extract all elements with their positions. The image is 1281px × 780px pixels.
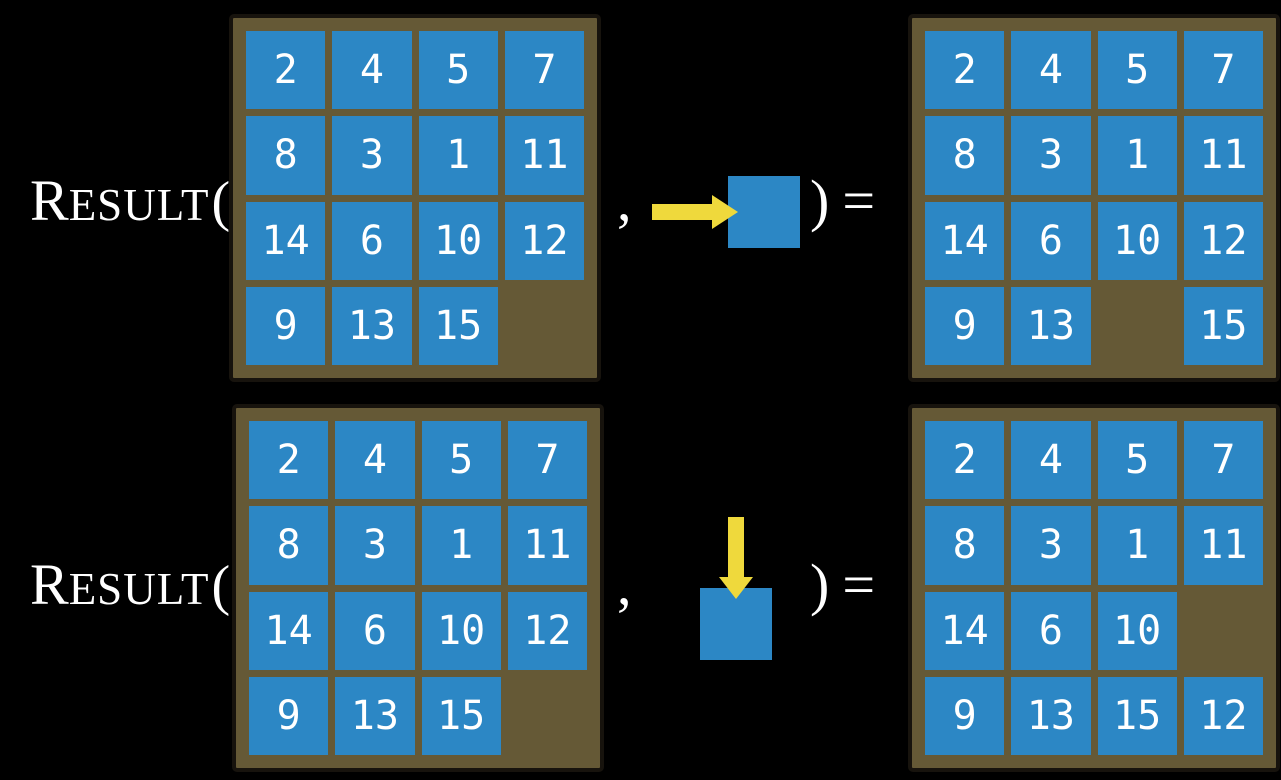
- tile-7: 7: [507, 421, 587, 500]
- tile-7: 7: [1183, 421, 1263, 500]
- tile-6: 6: [1011, 201, 1091, 280]
- tile-4: 4: [332, 31, 412, 110]
- tile-6: 6: [1011, 591, 1091, 670]
- blank-cell: [1098, 287, 1177, 365]
- tile-3: 3: [335, 506, 415, 585]
- tile-8: 8: [925, 506, 1005, 585]
- tile-14: 14: [925, 201, 1005, 280]
- tile-9: 9: [925, 286, 1005, 365]
- tile-3: 3: [1011, 116, 1091, 195]
- tile-10: 10: [1097, 201, 1177, 280]
- tile-15: 15: [421, 676, 501, 755]
- tile-7: 7: [1183, 31, 1263, 110]
- tile-1: 1: [1097, 506, 1177, 585]
- equals-sign: =: [842, 168, 876, 233]
- tile-15: 15: [418, 286, 498, 365]
- action-tile-square: [728, 176, 800, 248]
- comma-separator: ,: [617, 168, 632, 233]
- open-paren: (: [211, 171, 231, 233]
- tile-12: 12: [504, 201, 584, 280]
- result-label-capital: R: [30, 552, 69, 617]
- tile-8: 8: [249, 506, 329, 585]
- tile-3: 3: [332, 116, 412, 195]
- tile-2: 2: [246, 31, 326, 110]
- arrow-down-shaft: [728, 517, 744, 577]
- tile-15: 15: [1097, 676, 1177, 755]
- tile-11: 11: [507, 506, 587, 585]
- tile-5: 5: [418, 31, 498, 110]
- result-label-smallcaps: ESULT: [68, 180, 210, 230]
- close-paren-equals: )=: [810, 172, 875, 230]
- tile-13: 13: [1011, 676, 1091, 755]
- tile-4: 4: [335, 421, 415, 500]
- tile-3: 3: [1011, 506, 1091, 585]
- tile-10: 10: [421, 591, 501, 670]
- tile-5: 5: [421, 421, 501, 500]
- tile-2: 2: [925, 421, 1005, 500]
- comma-separator: ,: [617, 552, 632, 617]
- tile-15: 15: [1183, 286, 1263, 365]
- tile-5: 5: [1097, 421, 1177, 500]
- tile-14: 14: [249, 591, 329, 670]
- tile-7: 7: [504, 31, 584, 110]
- tile-9: 9: [246, 286, 326, 365]
- tile-4: 4: [1011, 421, 1091, 500]
- tile-1: 1: [1097, 116, 1177, 195]
- tile-9: 9: [249, 676, 329, 755]
- result-label-capital: R: [30, 168, 69, 233]
- tile-11: 11: [1183, 506, 1263, 585]
- blank-cell: [508, 677, 587, 755]
- tile-14: 14: [925, 591, 1005, 670]
- tile-8: 8: [925, 116, 1005, 195]
- tile-8: 8: [246, 116, 326, 195]
- close-paren: ): [810, 168, 830, 233]
- tile-1: 1: [418, 116, 498, 195]
- arrow-right-icon: [652, 195, 738, 229]
- tile-9: 9: [925, 676, 1005, 755]
- tile-2: 2: [249, 421, 329, 500]
- arrow-right-shaft: [652, 204, 712, 220]
- tile-10: 10: [1097, 591, 1177, 670]
- tile-12: 12: [1183, 676, 1263, 755]
- tile-12: 12: [507, 591, 587, 670]
- tile-13: 13: [1011, 286, 1091, 365]
- tile-11: 11: [504, 116, 584, 195]
- open-paren: (: [211, 555, 231, 617]
- tile-6: 6: [332, 201, 412, 280]
- action-tile-square: [700, 588, 772, 660]
- equals-sign: =: [842, 552, 876, 617]
- result-label-smallcaps: ESULT: [68, 564, 210, 614]
- tile-10: 10: [418, 201, 498, 280]
- arrow-down-head: [719, 577, 753, 599]
- arrow-right-head: [712, 195, 738, 229]
- tile-4: 4: [1011, 31, 1091, 110]
- tile-5: 5: [1097, 31, 1177, 110]
- arrow-down-icon: [719, 517, 753, 599]
- blank-cell: [1184, 592, 1263, 670]
- tile-13: 13: [332, 286, 412, 365]
- tile-2: 2: [925, 31, 1005, 110]
- tile-6: 6: [335, 591, 415, 670]
- tile-1: 1: [421, 506, 501, 585]
- close-paren: ): [810, 552, 830, 617]
- close-paren-equals: )=: [810, 556, 875, 614]
- tile-14: 14: [246, 201, 326, 280]
- blank-cell: [505, 287, 584, 365]
- tile-13: 13: [335, 676, 415, 755]
- tile-11: 11: [1183, 116, 1263, 195]
- tile-12: 12: [1183, 201, 1263, 280]
